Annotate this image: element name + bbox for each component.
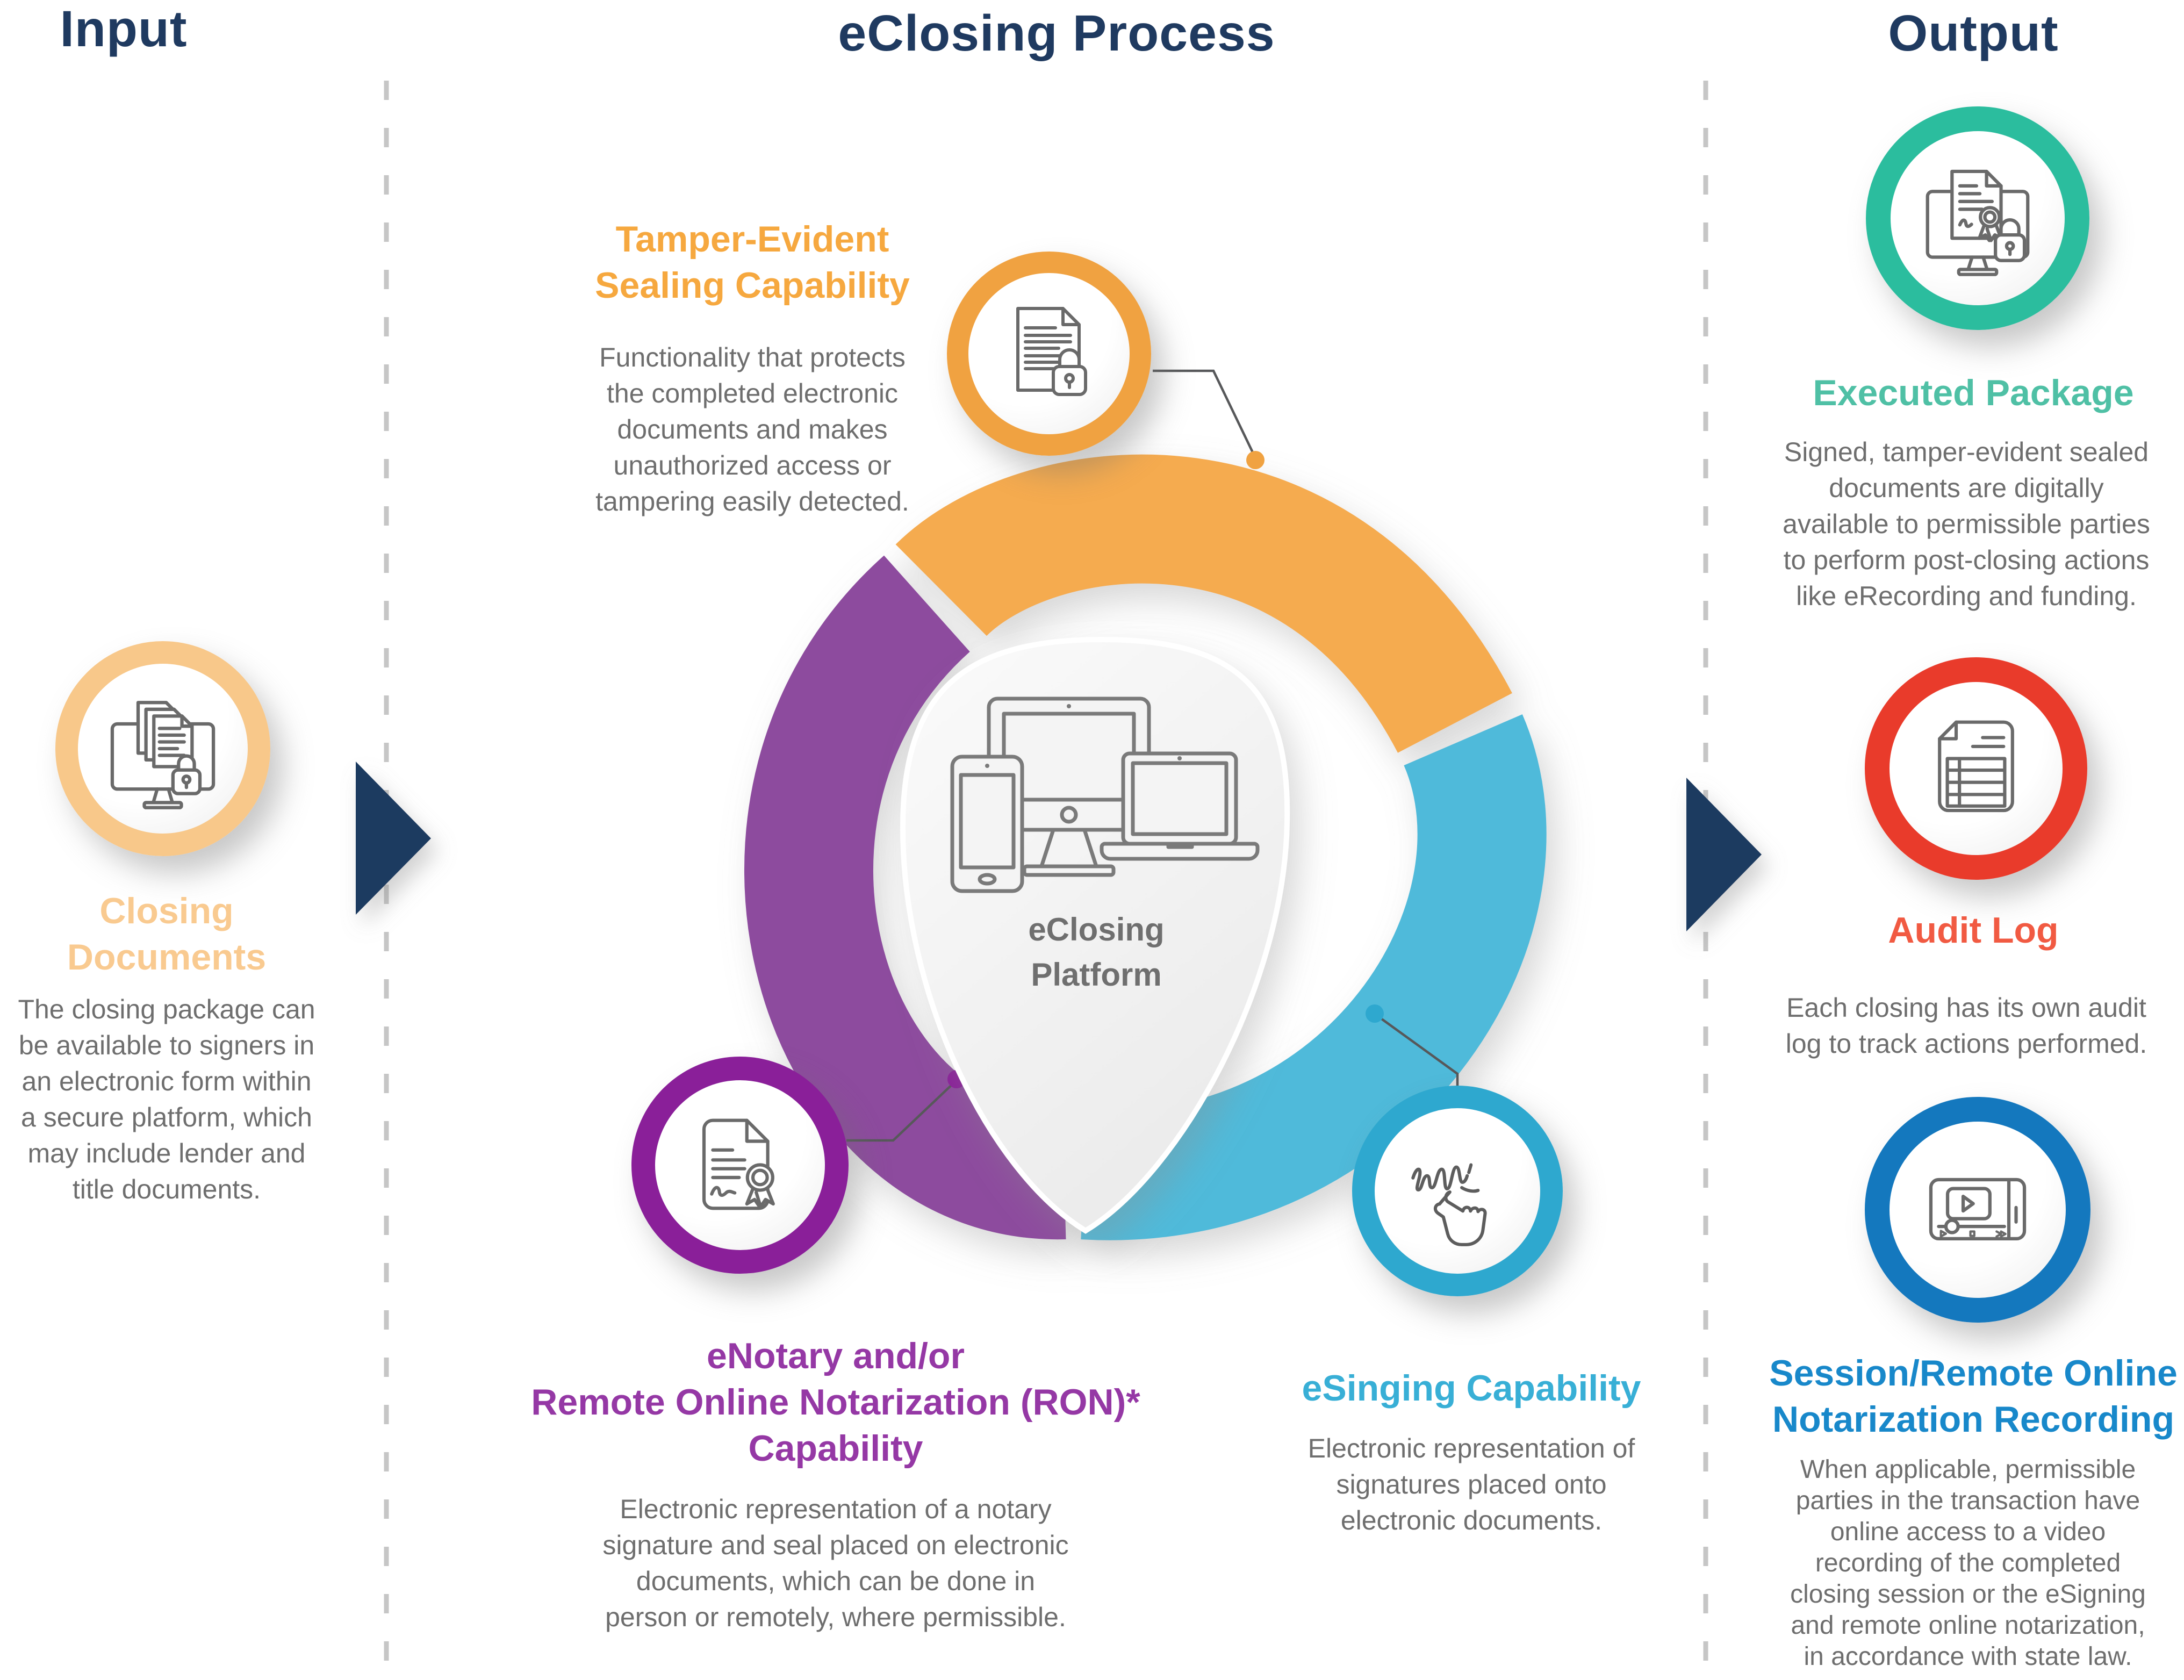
signature-hand-icon — [1411, 1163, 1487, 1246]
closing-documents-body: The closing package can be available to … — [18, 994, 315, 1204]
flow-arrow-process-to-output — [1686, 778, 1762, 931]
tamper-node-circle — [947, 252, 1151, 456]
closing-documents-node-circle — [55, 641, 270, 856]
sealed-document-lock-icon — [1016, 307, 1087, 396]
closing-documents-title: Closing Documents — [67, 891, 267, 978]
executed-package-title: Executed Package — [1813, 372, 2134, 413]
output-column-header: Output — [1888, 5, 2059, 62]
eclosing-platform-label: eClosing Platform — [1028, 911, 1165, 993]
enotary-node-circle — [631, 1057, 849, 1274]
tamper-title: Tamper-Evident Sealing Capability — [595, 219, 910, 306]
connector-enotary — [846, 1080, 957, 1142]
connector-lines — [846, 369, 1459, 1142]
enotary-title: eNotary and/or Remote Online Notarizatio… — [531, 1336, 1140, 1469]
connector-dot-orange — [1246, 451, 1265, 469]
swirl-segment-orange — [887, 454, 1517, 760]
devices-icon — [950, 697, 1260, 893]
monitor-documents-lock-icon — [110, 701, 215, 809]
process-column-header: eClosing Process — [838, 5, 1275, 62]
connector-dot-teal — [1366, 1004, 1384, 1023]
connector-esigning — [1375, 1014, 1459, 1088]
monitor-certificate-lock-icon — [1926, 169, 2030, 276]
notary-certificate-icon — [702, 1118, 775, 1210]
swirl-segment-purple — [744, 547, 1080, 1240]
esigning-node-circle — [1352, 1086, 1563, 1296]
session-recording-node-circle — [1865, 1097, 2090, 1323]
audit-log-title: Audit Log — [1888, 910, 2059, 951]
connector-tamper — [1153, 369, 1257, 458]
audit-log-node-circle — [1865, 657, 2087, 880]
session-recording-title: Session/Remote Online Notarization Recor… — [1769, 1353, 2178, 1440]
eclosing-swirl-ring — [744, 454, 1547, 1240]
input-column-header: Input — [60, 1, 188, 58]
enotary-body: Electronic representation of a notary si… — [602, 1494, 1069, 1632]
video-player-icon — [1929, 1178, 2027, 1240]
audit-log-body: Each closing has its own audit log to tr… — [1785, 993, 2147, 1059]
esigning-body: Electronic representation of signatures … — [1307, 1433, 1635, 1535]
swirl-segment-teal — [1069, 702, 1547, 1240]
executed-package-body: Signed, tamper-evident sealed documents … — [1783, 437, 2150, 611]
session-recording-body: When applicable, permissible parties in … — [1790, 1455, 2146, 1671]
executed-package-node-circle — [1866, 106, 2089, 330]
flow-arrow-input-to-process — [356, 762, 431, 915]
tamper-body: Functionality that protects the complete… — [595, 342, 909, 516]
audit-table-document-icon — [1938, 720, 2014, 813]
esigning-title: eSinging Capability — [1302, 1368, 1641, 1409]
